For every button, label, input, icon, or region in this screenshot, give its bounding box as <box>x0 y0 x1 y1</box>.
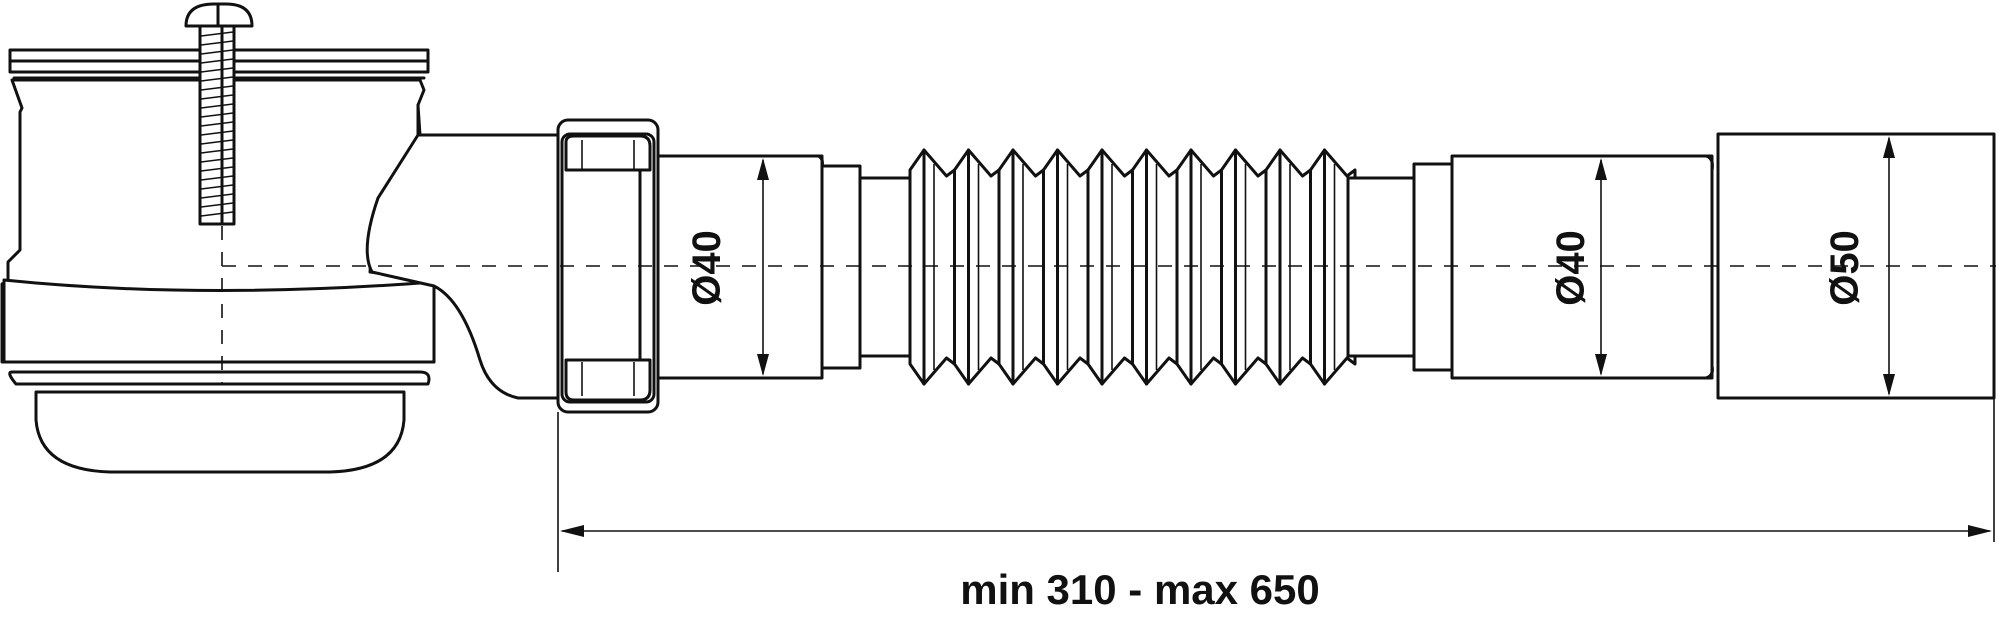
trap-cup <box>34 390 406 474</box>
inlet-pipe-neck <box>858 176 912 358</box>
union-nut <box>556 118 660 414</box>
dimension-outlet-outer-diameter: Ø50 <box>1823 136 1895 396</box>
dimension-length: min 310 - max 650 <box>557 398 1995 613</box>
length-range-label: min 310 - max 650 <box>960 566 1320 613</box>
drain-body <box>0 2 560 474</box>
outlet-inner-diameter-label: Ø40 <box>1549 230 1593 306</box>
drain-lower-collar <box>2 278 436 364</box>
drain-screw <box>184 2 254 226</box>
outlet-pipe-step <box>1412 162 1454 372</box>
inlet-pipe-step <box>820 164 862 370</box>
outlet-outer-diameter-label: Ø50 <box>1823 230 1867 306</box>
dimension-outlet-inner-diameter: Ø40 <box>1549 158 1607 376</box>
inlet-pipe <box>656 154 824 380</box>
outlet-pipe-inner <box>1450 154 1714 380</box>
outlet-pipe-neck <box>1346 176 1416 358</box>
dimension-inlet-diameter: Ø40 <box>685 158 769 376</box>
inlet-diameter-label: Ø40 <box>685 230 729 306</box>
corrugated-hose <box>908 148 1357 386</box>
